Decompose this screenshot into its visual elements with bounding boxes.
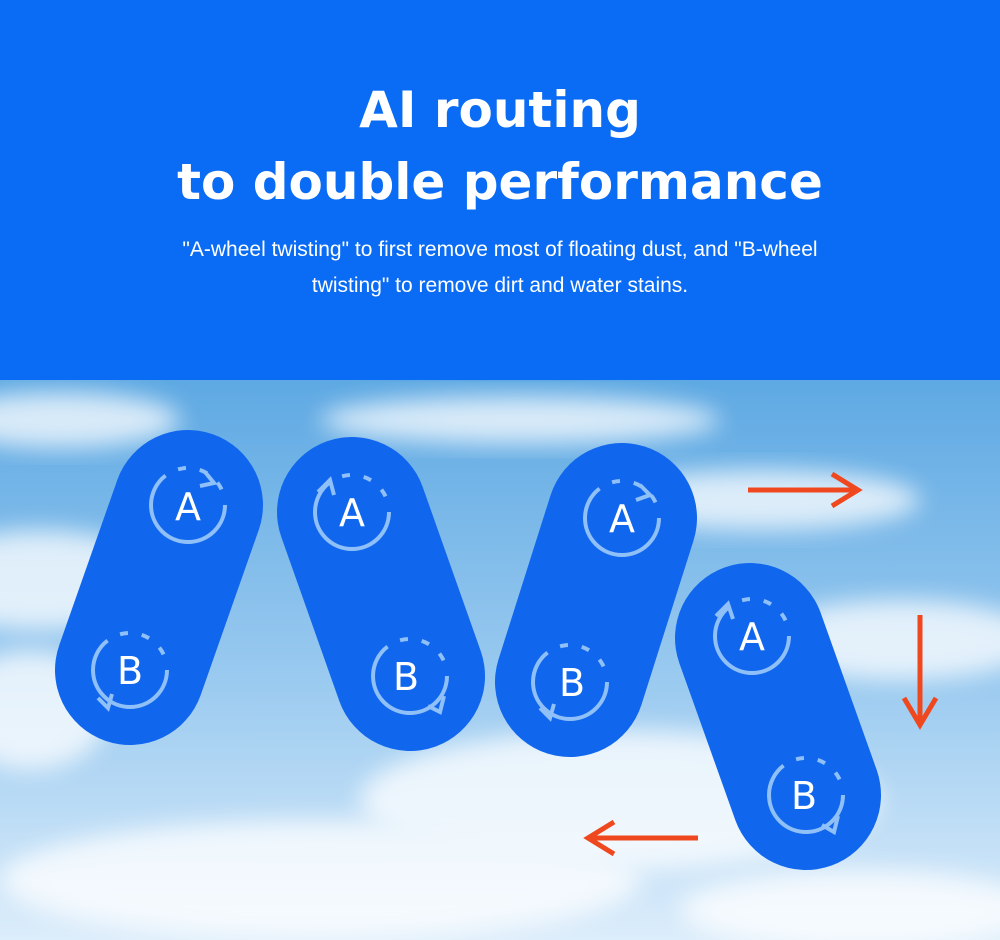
pad-body <box>675 563 881 870</box>
wheel-a-ring <box>713 597 791 675</box>
wheel-b-label: B <box>393 655 419 699</box>
title-line-1: AI routing <box>359 81 641 139</box>
wheel-b-ring <box>531 643 609 721</box>
pad-body <box>55 430 263 745</box>
rotate-ccw-icon <box>714 600 735 620</box>
wheel-a-ring <box>583 479 661 557</box>
rotate-cw-icon <box>820 815 840 836</box>
rotate-ccw-icon <box>538 703 556 722</box>
rotate-cw-icon <box>199 470 218 488</box>
page-title: AI routing to double performance <box>0 74 1000 218</box>
rotate-ccw-icon <box>96 693 114 712</box>
wheel-a-label: A <box>739 615 765 659</box>
pad-body <box>277 437 485 751</box>
wheel-a-label: A <box>339 491 365 535</box>
description-line-2: twisting" to remove dirt and water stain… <box>311 274 689 297</box>
wheel-b-ring <box>767 756 845 834</box>
header-banner: AI routing to double performance "A-whee… <box>0 0 1000 380</box>
arrow-right-icon <box>748 471 863 509</box>
wheel-b-ring <box>91 631 169 709</box>
cleaning-pad-4: A B <box>675 563 881 870</box>
description: "A-wheel twisting" to first remove most … <box>120 232 880 304</box>
rotate-ccw-icon <box>316 476 336 496</box>
wheel-b-label: B <box>791 774 817 818</box>
wheel-a-label: A <box>175 485 201 529</box>
rotate-cw-icon <box>427 695 446 715</box>
arrow-left-icon <box>583 819 698 857</box>
description-line-1: "A-wheel twisting" to first remove most … <box>182 238 818 261</box>
wheel-a-ring <box>149 466 227 544</box>
wheel-a-label: A <box>609 497 635 541</box>
wheel-a-ring <box>313 473 391 551</box>
wheel-b-label: B <box>117 649 143 693</box>
cleaning-pad-1: A B <box>55 430 263 745</box>
title-line-2: to double performance <box>177 153 823 211</box>
cleaning-pad-2: A B <box>277 437 485 751</box>
rotate-cw-icon <box>635 483 654 502</box>
wheel-b-label: B <box>559 661 585 705</box>
cleaning-pad-3: A B <box>495 443 697 757</box>
arrow-down-icon <box>901 615 939 730</box>
sky-illustration: A B A B A B A B <box>0 380 1000 940</box>
wheel-b-ring <box>371 637 449 715</box>
pad-body <box>495 443 697 757</box>
